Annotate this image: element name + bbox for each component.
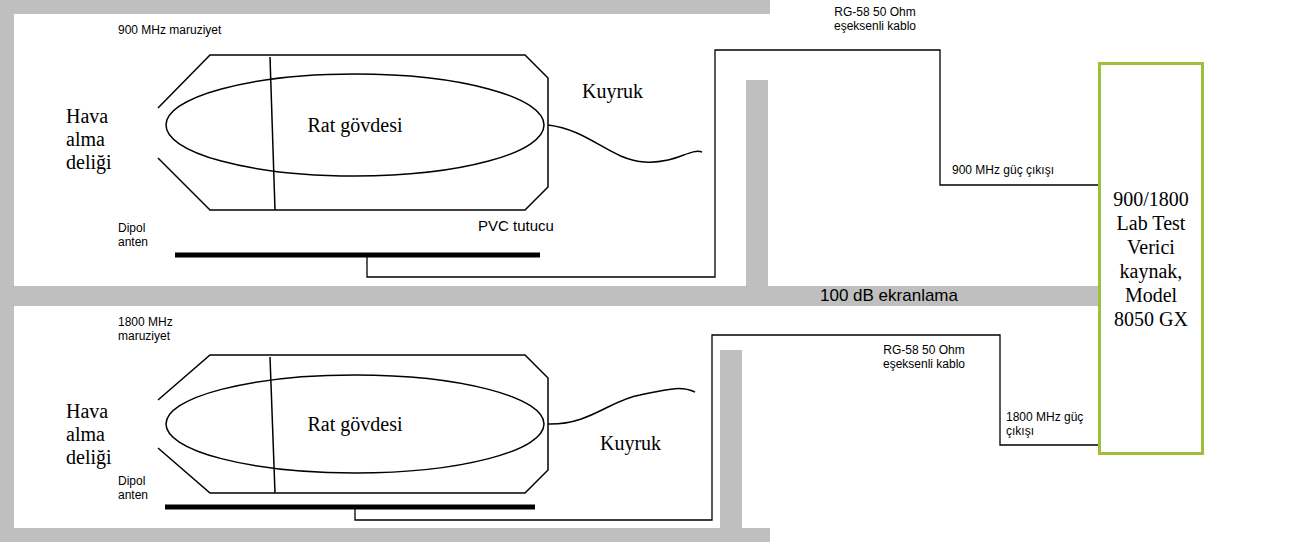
power-output-label: 1800 MHz güç çıkışı bbox=[1006, 411, 1096, 439]
shield-wall bbox=[0, 0, 14, 542]
pvc-holder bbox=[158, 55, 548, 210]
dipole-antenna bbox=[165, 505, 535, 510]
holder-label: PVC tutucu bbox=[478, 217, 598, 234]
node-text: 900/1800 Lab Test Verici kaynak, Model 8… bbox=[1103, 187, 1199, 331]
pvc-holder bbox=[158, 355, 548, 493]
rat-tail bbox=[548, 389, 695, 424]
rat-tail bbox=[548, 125, 702, 162]
shield-wall bbox=[746, 80, 768, 286]
tail-label: Kuyruk bbox=[582, 80, 672, 103]
shield-wall bbox=[14, 286, 1100, 306]
coax-cable bbox=[355, 335, 1098, 520]
node-text: Rat gövdesi bbox=[308, 113, 403, 137]
shield-wall bbox=[0, 0, 770, 14]
holder-band bbox=[270, 57, 275, 210]
coax-cables bbox=[355, 50, 1098, 520]
cable-label: RG-58 50 Ohm eşeksenli kablo bbox=[858, 344, 990, 372]
rat-holders bbox=[158, 55, 702, 493]
power-output-label: 900 MHz güç çıkışı bbox=[952, 164, 1092, 178]
node-text: Rat gövdesi bbox=[308, 412, 403, 436]
exposure-label: 900 MHz maruziyet bbox=[118, 24, 318, 38]
rat-body: Rat gövdesi bbox=[165, 374, 545, 474]
antenna-label: Dipol anten bbox=[118, 475, 168, 503]
transmitter-box: 900/1800 Lab Test Verici kaynak, Model 8… bbox=[1098, 62, 1204, 455]
air-hole-label: Hava alma deliği bbox=[66, 400, 138, 469]
air-hole-label: Hava alma deliği bbox=[66, 105, 138, 174]
rat-body: Rat gövdesi bbox=[165, 73, 545, 177]
shielding-label: 100 dB ekranlama bbox=[820, 286, 1020, 306]
shield-wall bbox=[720, 350, 742, 528]
dipole-antenna bbox=[175, 253, 540, 258]
shield-walls bbox=[0, 0, 1100, 542]
holder-band bbox=[270, 357, 275, 493]
exposure-label: 1800 MHz maruziyet bbox=[118, 316, 198, 344]
rat-body-ellipse bbox=[166, 74, 544, 176]
dipole-antennas bbox=[165, 255, 540, 507]
tail-label: Kuyruk bbox=[600, 432, 690, 455]
cable-label: RG-58 50 Ohm eşeksenli kablo bbox=[815, 6, 935, 34]
antenna-label: Dipol anten bbox=[118, 222, 168, 250]
rat-body-ellipse bbox=[166, 375, 544, 473]
shield-wall bbox=[0, 528, 770, 542]
